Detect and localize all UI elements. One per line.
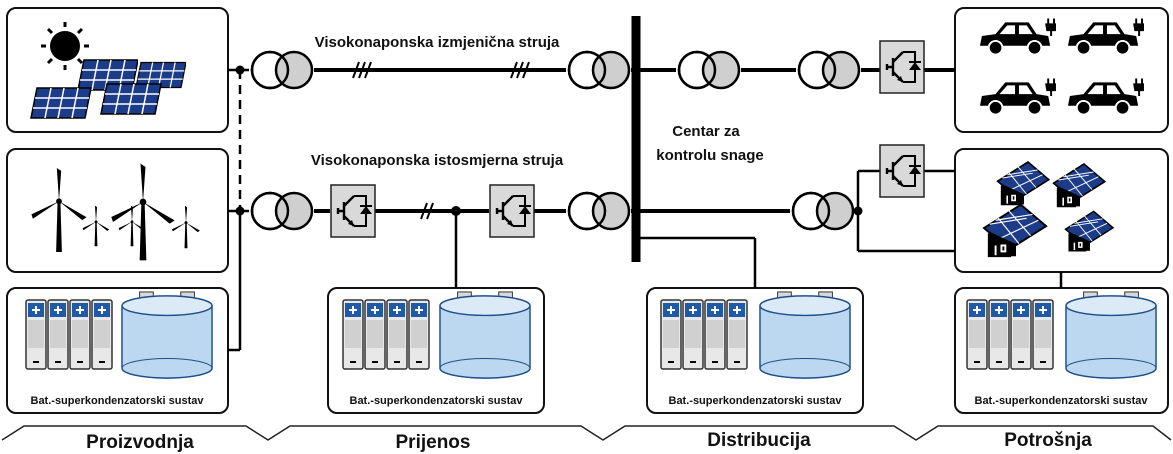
storage-label: Bat.-superkondenzatorski sustav	[975, 395, 1149, 407]
solar-houses-box	[954, 148, 1169, 273]
control-center-label-line2: kontrolu snage	[656, 147, 764, 164]
power-lines	[228, 16, 1063, 352]
stage-label: Distribucija	[707, 430, 811, 451]
supercapacitor-icon	[121, 291, 213, 379]
storage-unit-3: Bat.-superkondenzatorski sustav	[660, 291, 851, 407]
supercapacitor-icon	[1065, 291, 1157, 379]
stage-footer: Proizvodnja Prijenos Distribucija Potroš…	[1, 425, 1172, 453]
stage-label: Potrošnja	[1004, 430, 1092, 451]
hvac-label: Visokonaponska izmjenična struja	[315, 34, 560, 51]
storage-unit-1: Bat.-superkondenzatorski sustav	[25, 291, 213, 407]
sun-icon	[41, 22, 89, 70]
supercapacitor-icon	[759, 291, 851, 379]
solar-plant-icon	[30, 22, 186, 119]
supercapacitor-icon	[439, 291, 531, 379]
storage-unit-4: Bat.-superkondenzatorski sustav	[966, 291, 1157, 407]
hvdc-label: Visokonaponska istosmjerna struja	[311, 152, 564, 169]
stage-label: Prijenos	[396, 432, 471, 453]
stage-label: Proizvodnja	[86, 432, 194, 453]
storage-label: Bat.-superkondenzatorski sustav	[669, 395, 843, 407]
storage-label: Bat.-superkondenzatorski sustav	[350, 395, 524, 407]
control-center-label-line1: Centar za	[672, 123, 740, 140]
storage-unit-2: Bat.-superkondenzatorski sustav	[342, 291, 531, 407]
storage-label: Bat.-superkondenzatorski sustav	[31, 395, 205, 407]
